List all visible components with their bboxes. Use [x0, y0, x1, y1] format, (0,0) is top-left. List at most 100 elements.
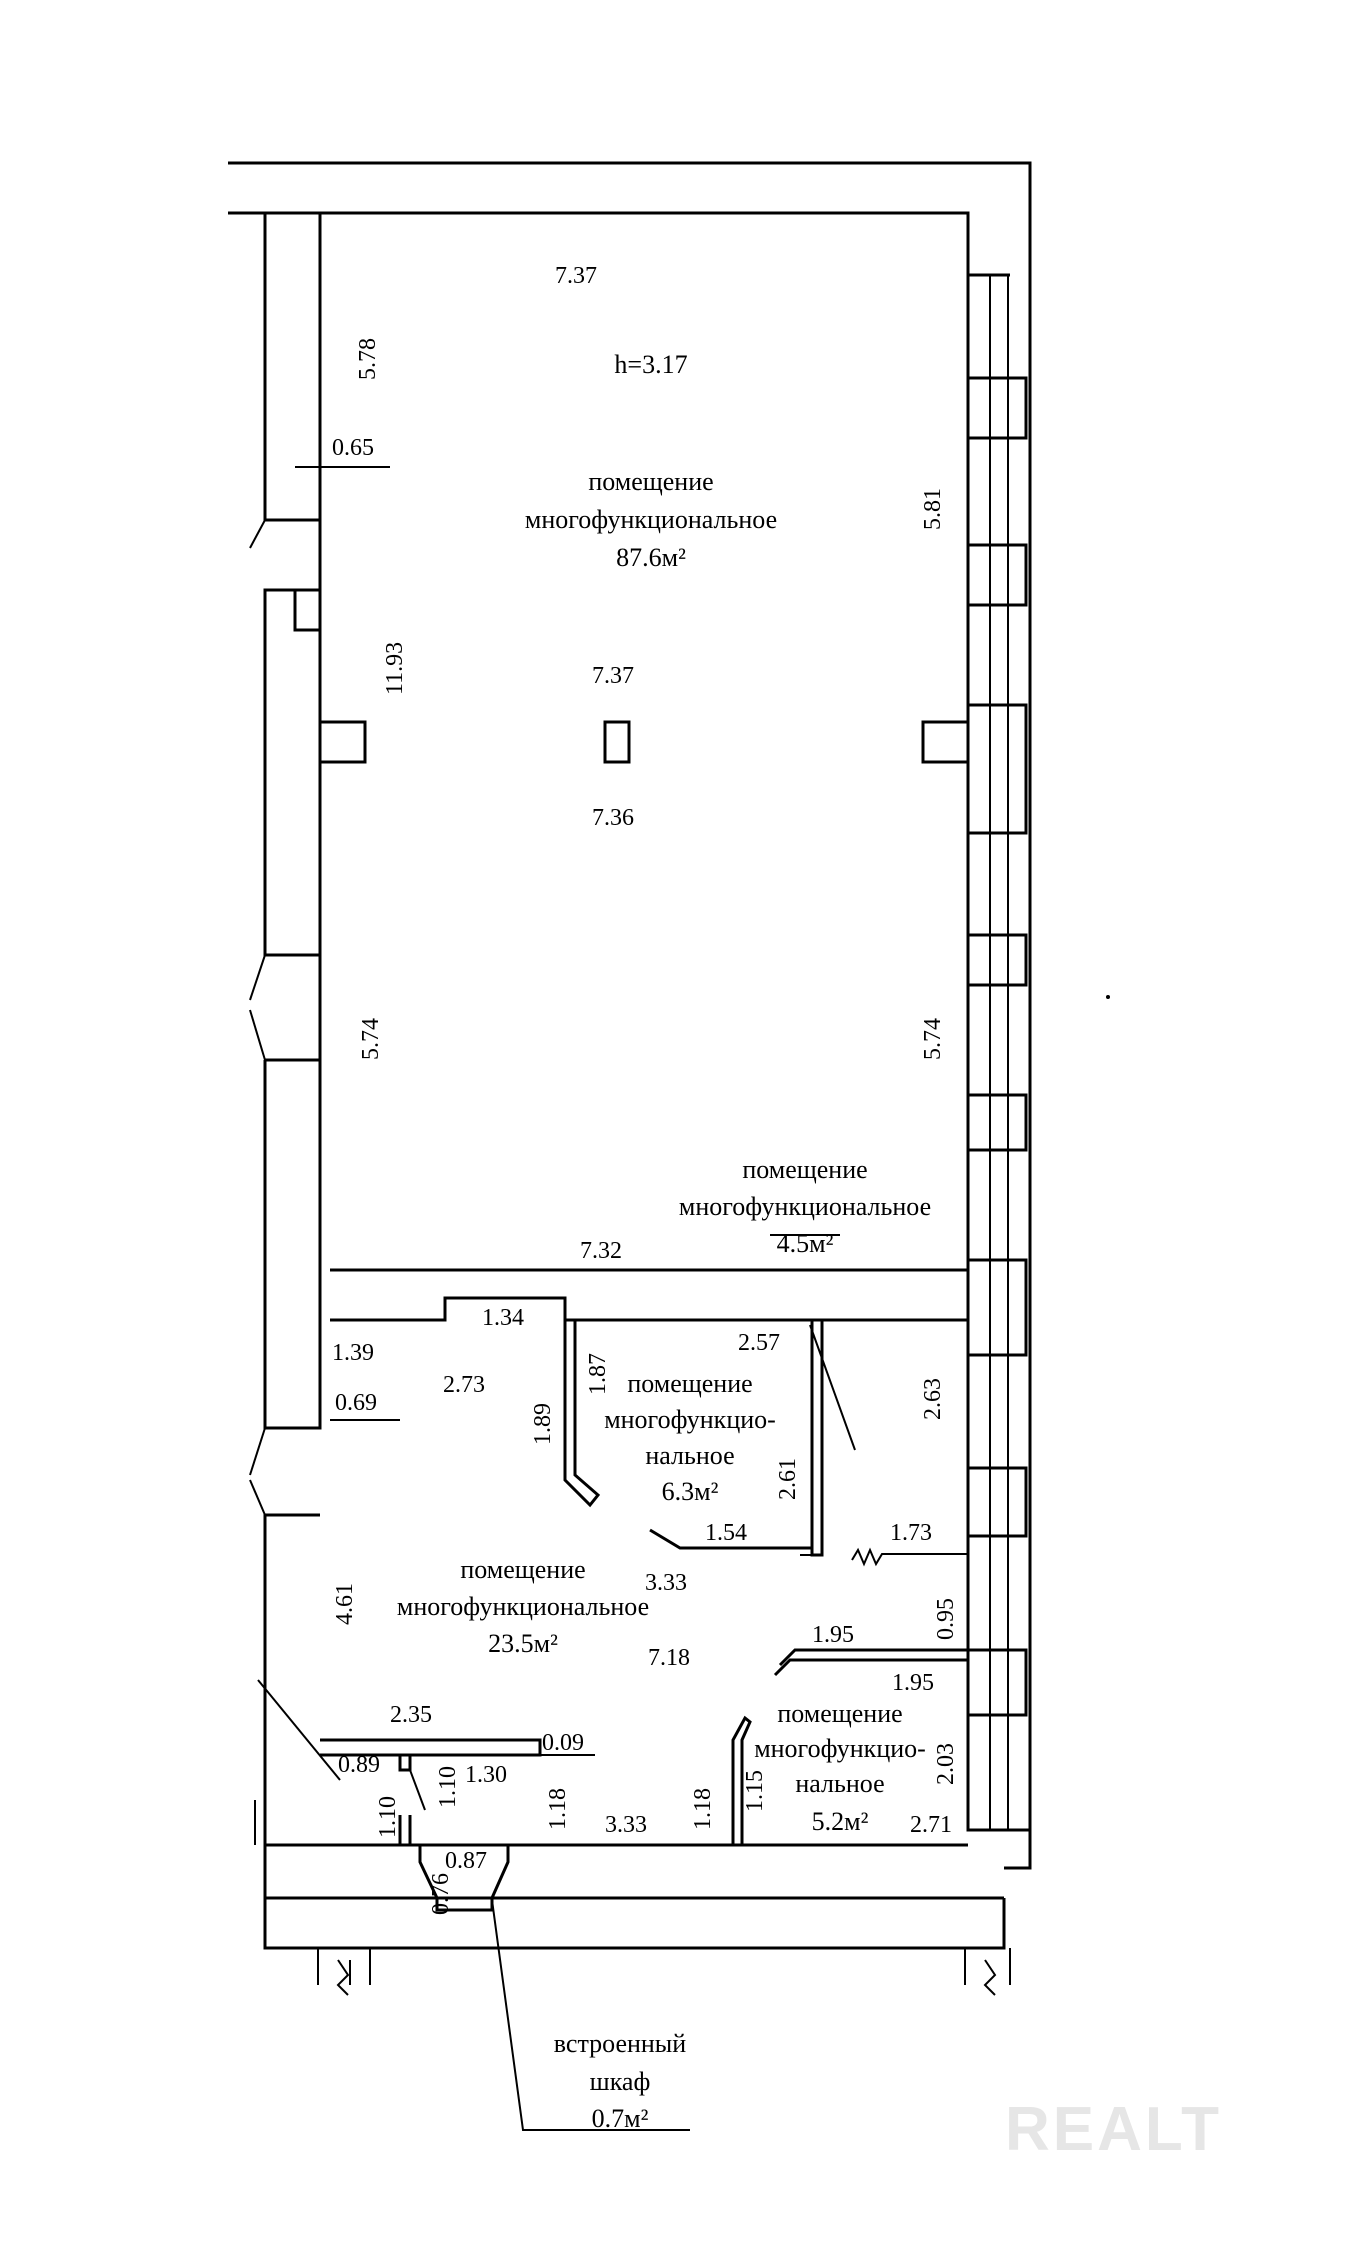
room-lower-right-line1: помещение — [777, 1699, 902, 1728]
dimensions: 7.37 5.78 0.65 5.81 11.93 7.37 7.36 5.74… — [332, 263, 959, 1915]
room-labels: h=3.17 помещение многофункциональное 87.… — [397, 350, 931, 2133]
dim-235: 2.35 — [390, 1702, 432, 1728]
partition-lower-right-top2 — [773, 1658, 968, 1677]
left-wall — [249, 213, 367, 1847]
dim-118-left: 1.18 — [545, 1788, 571, 1830]
partition-lower-right-left — [731, 1715, 752, 1845]
outer-right-wall — [228, 161, 1032, 1870]
left-wall-seg-3 — [263, 1058, 322, 1430]
room-main-line1: помещение — [588, 467, 713, 496]
room-middle-line3: нальное — [645, 1441, 734, 1470]
dim-110-right: 1.10 — [435, 1766, 461, 1808]
partitions — [263, 1268, 1011, 1996]
dim-187: 1.87 — [585, 1353, 611, 1395]
dim-139: 1.39 — [332, 1340, 374, 1366]
dim-261: 2.61 — [775, 1458, 801, 1500]
dim-095: 0.95 — [933, 1598, 959, 1640]
dim-left-lower: 5.74 — [358, 1018, 384, 1060]
room-small-top-line1: помещение — [742, 1155, 867, 1184]
dim-273: 2.73 — [443, 1372, 485, 1398]
dim-right-lower: 5.74 — [920, 1018, 946, 1060]
dim-189: 1.89 — [530, 1403, 556, 1445]
dim-right-upper: 5.81 — [920, 488, 946, 530]
dim-009: 0.09 — [542, 1730, 584, 1756]
dim-065: 0.65 — [332, 435, 374, 461]
partition-corridor — [330, 1296, 968, 1322]
partition-lower-right-top — [778, 1648, 968, 1667]
room-small-top-line2: многофункциональное — [679, 1192, 931, 1221]
left-door-3b — [249, 1479, 266, 1516]
dim-left-total: 11.93 — [382, 642, 408, 695]
left-wall-seg-2 — [263, 588, 320, 957]
dim-195-top: 1.95 — [812, 1622, 854, 1648]
dim-718: 7.18 — [648, 1645, 690, 1671]
outer-walls — [228, 161, 1032, 1870]
column-right — [921, 720, 970, 764]
room-main-line2: многофункциональное — [525, 505, 777, 534]
pier-6 — [966, 1258, 1028, 1357]
column-center — [603, 720, 631, 764]
left-door-2a — [249, 954, 266, 1001]
stray-dot — [1106, 995, 1110, 999]
pier-1 — [966, 376, 1028, 440]
dim-195-bottom: 1.95 — [892, 1670, 934, 1696]
pier-3 — [966, 703, 1028, 835]
dim-left-upper: 5.78 — [355, 338, 381, 380]
dim-087: 0.87 — [445, 1848, 487, 1874]
room-small-top-area: 4.5м² — [777, 1229, 834, 1258]
dim-333-bottom: 3.33 — [605, 1812, 647, 1838]
dim-089: 0.89 — [338, 1752, 380, 1778]
leader-110 — [257, 1679, 341, 1781]
ceiling-height: h=3.17 — [614, 350, 687, 379]
left-door-1a — [249, 519, 266, 549]
dim-110-left: 1.10 — [375, 1796, 401, 1838]
leader-110b — [409, 1769, 426, 1811]
pier-7 — [966, 1466, 1028, 1538]
dim-461: 4.61 — [332, 1583, 358, 1625]
dim-main-bottom: 7.32 — [580, 1238, 622, 1264]
room-large-lower-line1: помещение — [460, 1555, 585, 1584]
room-large-lower-line2: многофункциональное — [397, 1592, 649, 1621]
room-middle-line1: помещение — [627, 1369, 752, 1398]
door-middle — [649, 1528, 812, 1550]
left-notch — [293, 590, 320, 632]
dim-130: 1.30 — [465, 1762, 507, 1788]
dim-col-top: 7.37 — [592, 663, 634, 689]
dim-main-top: 7.37 — [555, 263, 597, 289]
dim-263: 2.63 — [920, 1378, 946, 1420]
room-middle-line2: многофункцио- — [604, 1405, 776, 1434]
dim-257: 2.57 — [738, 1330, 780, 1356]
pier-8 — [966, 1648, 1028, 1717]
watermark: REALT — [1005, 2095, 1222, 2164]
zigzag-wall — [851, 1547, 968, 1567]
dim-173: 1.73 — [890, 1520, 932, 1546]
left-door-2b — [249, 1009, 266, 1061]
room-lower-right-line3: нальное — [795, 1769, 884, 1798]
break-mark-right — [964, 1948, 1011, 1996]
left-door-3a — [249, 1427, 266, 1476]
dim-115: 1.15 — [742, 1770, 768, 1812]
room-lower-right-area: 5.2м² — [812, 1807, 869, 1836]
partition-small-top — [320, 1738, 542, 1757]
column-left — [318, 720, 367, 764]
room-main-area: 87.6м² — [616, 543, 686, 572]
closet-area: 0.7м² — [592, 2104, 649, 2133]
room-large-lower-area: 23.5м² — [488, 1629, 558, 1658]
room-lower-right-line2: многофункцио- — [754, 1734, 926, 1763]
break-mark-left — [317, 1948, 371, 1996]
dim-118-right: 1.18 — [690, 1788, 716, 1830]
dim-333-mid: 3.33 — [645, 1570, 687, 1596]
dim-076: 0.76 — [428, 1873, 454, 1915]
left-wall-seg-4 — [263, 1513, 320, 1847]
leader-lines — [257, 466, 856, 2131]
closet-line2: шкаф — [590, 2067, 651, 2096]
outer-bottom-wall-2 — [263, 1898, 1006, 1950]
closet-walls — [418, 1845, 510, 1912]
partition-middle-left — [563, 1320, 601, 1508]
pier-2 — [966, 543, 1028, 607]
dim-154: 1.54 — [705, 1520, 747, 1546]
room-middle-area: 6.3м² — [662, 1477, 719, 1506]
dim-271: 2.71 — [910, 1812, 952, 1838]
